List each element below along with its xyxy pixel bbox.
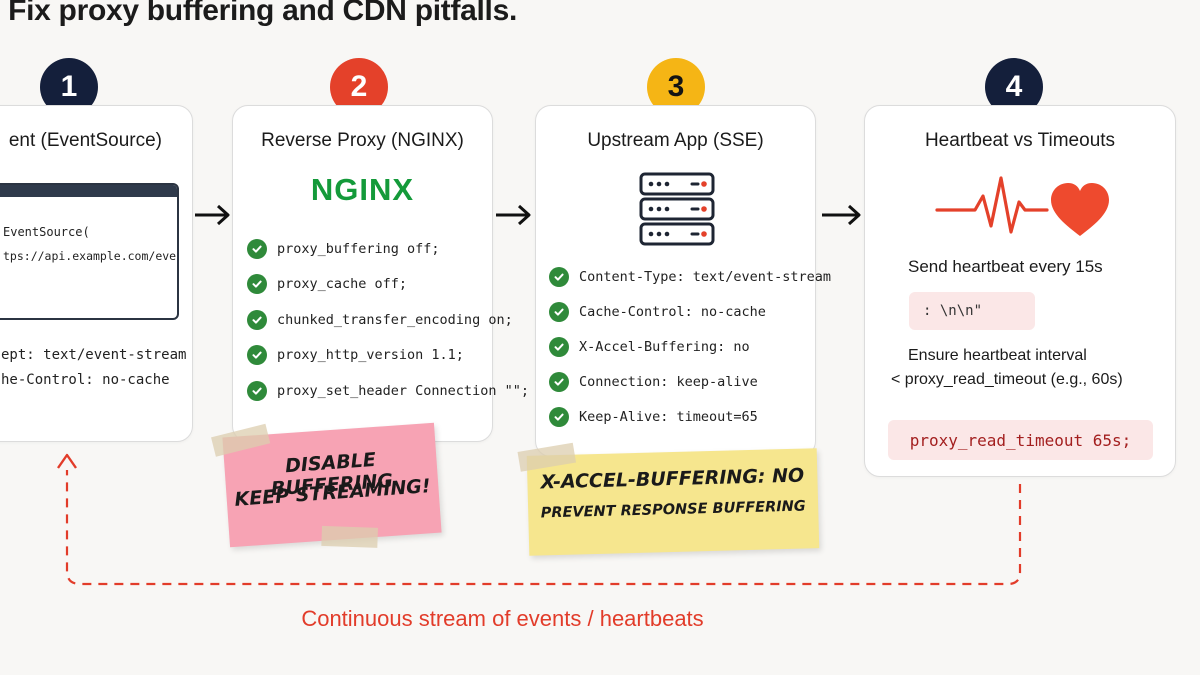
upstream-header-item: Content-Type: text/event-stream	[549, 259, 831, 294]
page-title: . Fix proxy buffering and CDN pitfalls.	[0, 0, 518, 27]
client-header-cache: he-Control: no-cache	[1, 372, 170, 388]
proxy-card-title: Reverse Proxy (NGINX)	[261, 130, 464, 151]
check-icon	[247, 309, 267, 330]
client-card: ent (EventSource) EventSource( tps://api…	[0, 105, 193, 442]
proxy-config-item: proxy_cache off;	[247, 267, 529, 303]
ensure-interval-line-2: < proxy_read_timeout (e.g., 60s)	[891, 371, 1123, 388]
step-3-number: 3	[667, 70, 685, 103]
stream-caption: Continuous stream of events / heartbeats	[301, 606, 704, 631]
check-icon	[549, 406, 569, 427]
heartbeat-code: : \n\n"	[909, 292, 1035, 330]
heartbeat-card: Heartbeat vs Timeouts Send heartbeat eve…	[864, 105, 1176, 477]
proxy-card: Reverse Proxy (NGINX) NGINX proxy_buffer…	[232, 105, 529, 442]
arrow-right-icon	[195, 204, 230, 226]
arrow-right-icon	[496, 204, 531, 226]
check-icon	[549, 301, 569, 322]
client-card-title: ent (EventSource)	[8, 130, 162, 151]
check-icon	[247, 380, 267, 401]
upstream-header-list: Content-Type: text/event-stream Cache-Co…	[549, 259, 831, 434]
proxy-config-item: chunked_transfer_encoding on;	[247, 302, 529, 338]
proxy-config-item: proxy_buffering off;	[247, 231, 529, 267]
code-window: EventSource( tps://api.example.com/event…	[0, 183, 179, 320]
code-window-titlebar	[0, 185, 177, 197]
code-line-1: EventSource(	[3, 225, 90, 239]
step-2-number: 2	[350, 70, 368, 103]
check-icon	[247, 274, 267, 295]
heartbeat-send-text: Send heartbeat every 15s	[908, 257, 1103, 276]
upstream-card-title: Upstream App (SSE)	[587, 130, 764, 151]
proxy-config-item: proxy_http_version 1.1;	[247, 338, 529, 374]
step-4-number: 4	[1005, 70, 1023, 103]
heartbeat-card-title: Heartbeat vs Timeouts	[924, 130, 1116, 151]
nginx-logo: NGINX	[310, 172, 415, 207]
check-icon	[247, 345, 267, 366]
code-line-2: tps://api.example.com/events"	[3, 249, 177, 263]
sticky-note-buffering: DISABLE BUFFERING KEEP STREAMING!	[211, 422, 442, 548]
tape	[321, 525, 378, 548]
heartbeat-icon	[935, 176, 1109, 236]
server-icon	[639, 172, 715, 246]
arrow-right-icon	[822, 204, 861, 226]
check-icon	[549, 336, 569, 357]
upstream-header-item: Cache-Control: no-cache	[549, 294, 831, 329]
proxy-config-list: proxy_buffering off; proxy_cache off; ch…	[247, 231, 529, 409]
check-icon	[549, 266, 569, 287]
client-header-accept: ept: text/event-stream	[1, 347, 187, 363]
sticky-note-line-2: PREVENT RESPONSE BUFFERING	[540, 498, 806, 522]
upstream-header-item: Keep-Alive: timeout=65	[549, 399, 831, 434]
upstream-header-item: Connection: keep-alive	[549, 364, 831, 399]
proxy-config-item: proxy_set_header Connection "";	[247, 373, 529, 409]
timeout-code: proxy_read_timeout 65s;	[888, 420, 1153, 460]
check-icon	[549, 371, 569, 392]
upstream-header-item: X-Accel-Buffering: no	[549, 329, 831, 364]
sticky-note-accel: X-ACCEL-BUFFERING: NO PREVENT RESPONSE B…	[517, 442, 820, 556]
upstream-card: Upstream App (SSE) Content-Type: text/ev…	[535, 105, 831, 457]
step-1-number: 1	[60, 70, 78, 103]
check-icon	[247, 238, 267, 259]
ensure-interval-line-1: Ensure heartbeat interval	[908, 347, 1087, 364]
sticky-note-line-1: X-ACCEL-BUFFERING: NO	[540, 464, 805, 494]
